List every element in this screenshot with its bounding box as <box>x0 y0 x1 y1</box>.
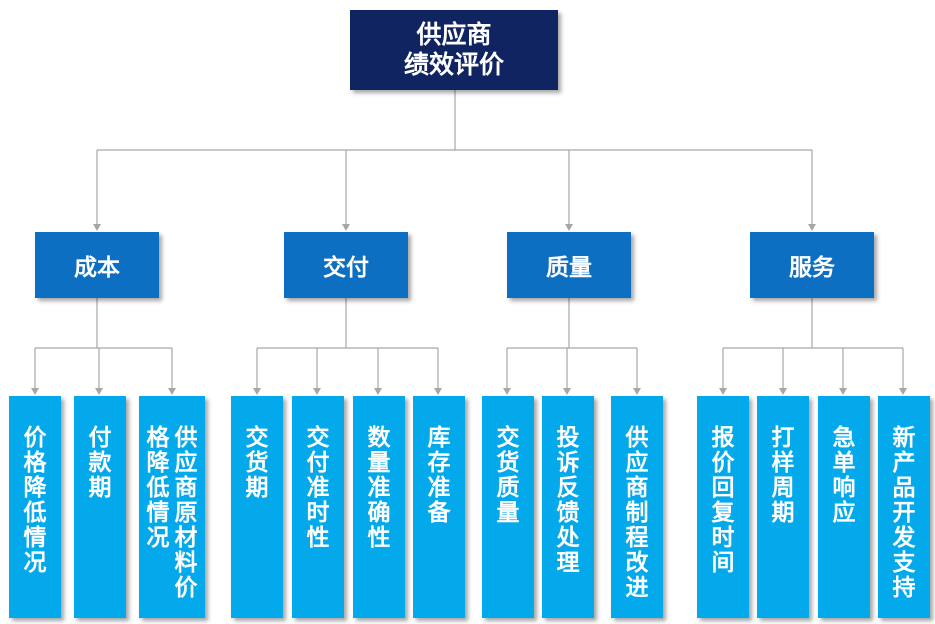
leaf-text: 打样周期 <box>771 425 795 526</box>
arrow-head <box>374 388 382 395</box>
arrow-head <box>31 388 39 395</box>
arrow-head <box>808 224 816 231</box>
leaf-quote-response-time: 报价回复时间 <box>697 396 749 618</box>
category-cost: 成本 <box>35 232 159 298</box>
leaf-delivery-punctuality: 交付准时性 <box>292 396 344 618</box>
root-title-line1: 供应商 <box>416 20 492 49</box>
leaf-text: 付款期 <box>88 425 112 501</box>
category-service: 服务 <box>750 232 874 298</box>
leaf-inventory-prep: 库存准备 <box>413 396 465 618</box>
arrow-head <box>313 388 321 395</box>
leaf-text: 报价回复时间 <box>711 425 735 576</box>
leaf-text-col1: 供应商原材料价 <box>174 425 198 601</box>
leaf-payment-term: 付款期 <box>74 396 126 618</box>
leaf-new-product-support: 新产品开发支持 <box>878 396 930 618</box>
leaf-process-improvement: 供应商制程改进 <box>611 396 663 618</box>
leaf-text: 供应商制程改进 <box>625 425 649 601</box>
arrow-head <box>779 388 787 395</box>
arrow-head <box>899 388 907 395</box>
arrow-head <box>719 388 727 395</box>
leaf-text: 新产品开发支持 <box>892 425 916 601</box>
leaf-text: 库存准备 <box>427 425 451 526</box>
root-title-line2: 绩效评价 <box>403 50 504 79</box>
leaf-text: 数量准确性 <box>367 425 391 551</box>
leaf-text: 交货质量 <box>496 425 520 526</box>
arrow-head <box>253 388 261 395</box>
leaf-text: 交付准时性 <box>306 425 330 551</box>
leaf-text-col2: 格降低情况 <box>146 425 170 551</box>
leaf-complaint-handling: 投诉反馈处理 <box>542 396 594 618</box>
arrow-head <box>168 388 176 395</box>
category-delivery: 交付 <box>284 232 408 298</box>
leaf-urgent-order-response: 急单响应 <box>818 396 870 618</box>
arrow-head <box>342 224 350 231</box>
leaf-text: 投诉反馈处理 <box>556 425 580 576</box>
arrow-head <box>434 388 442 395</box>
arrow-head <box>839 388 847 395</box>
leaf-text: 交货期 <box>245 425 269 501</box>
leaf-material-price-reduction: 供应商原材料价 格降低情况 <box>139 396 205 618</box>
leaf-quantity-accuracy: 数量准确性 <box>353 396 405 618</box>
arrow-head <box>633 388 641 395</box>
arrow-head <box>565 224 573 231</box>
leaf-text: 急单响应 <box>832 425 856 526</box>
leaf-delivery-quality: 交货质量 <box>482 396 534 618</box>
leaf-sampling-cycle: 打样周期 <box>757 396 809 618</box>
category-quality: 质量 <box>507 232 631 298</box>
leaf-delivery-period: 交货期 <box>231 396 283 618</box>
arrow-head <box>563 388 571 395</box>
leaf-text: 价格降低情况 <box>23 425 47 576</box>
root-node: 供应商 绩效评价 <box>350 10 558 90</box>
arrow-head <box>93 224 101 231</box>
leaf-price-reduction: 价格降低情况 <box>9 396 61 618</box>
arrow-head <box>503 388 511 395</box>
arrow-head <box>95 388 103 395</box>
